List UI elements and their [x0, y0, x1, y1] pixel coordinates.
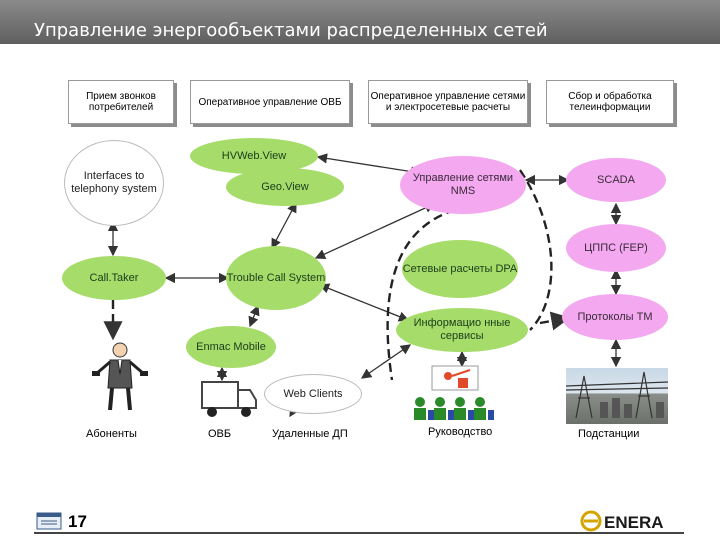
- label-remote: Удаленные ДП: [272, 428, 348, 440]
- label-subscribers: Абоненты: [86, 428, 137, 440]
- slide-icon: [36, 512, 62, 530]
- footer-divider: [34, 532, 684, 534]
- link-trouble-info: [318, 283, 410, 322]
- title-bar: Управление энергообъектами распределенны…: [0, 0, 720, 44]
- link-geoview-trouble: [271, 201, 297, 250]
- substation-photo: [566, 368, 668, 424]
- link-webclients-info: [360, 344, 412, 379]
- node-webclients: Web Clients: [264, 374, 362, 414]
- link-hvweb-nms: [316, 153, 422, 177]
- link-nms-dashed: [386, 208, 456, 381]
- node-telephony: Interfaces to telephony system: [64, 140, 164, 226]
- header-ovb: Оперативное управление ОВБ: [190, 80, 350, 124]
- link-nms-info-dashed: [519, 169, 553, 331]
- header-networks: Оперативное управление сетями и электрос…: [368, 80, 528, 124]
- management-meeting-icon: [414, 365, 494, 420]
- link-trouble-nms: [314, 203, 436, 259]
- node-nms: Управление сетями NMS: [400, 156, 526, 214]
- node-calltaker: Call.Taker: [62, 256, 166, 300]
- label-substations: Подстанции: [578, 428, 640, 440]
- page-number: 17: [68, 512, 87, 531]
- link-info-protocols-dashed: [539, 311, 571, 331]
- label-ovb: ОВБ: [208, 428, 232, 440]
- svg-text:ENERA: ENERA: [604, 513, 664, 532]
- enera-logo: ENERA: [580, 510, 664, 532]
- page-title: Управление энергообъектами распределенны…: [34, 20, 548, 41]
- node-info: Информацио нные сервисы: [396, 308, 528, 352]
- node-enmac: Enmac Mobile: [186, 326, 276, 368]
- subscriber-person-icon: [92, 342, 148, 411]
- node-protocols: Протоколы ТМ: [562, 294, 668, 340]
- node-dpa: Сетевые расчеты DPA: [402, 240, 518, 298]
- ovb-truck-icon: [201, 381, 257, 417]
- header-telemetry: Сбор и обработка телеинформации: [546, 80, 674, 124]
- node-trouble: Trouble Call System: [226, 246, 326, 310]
- node-geoview: Geo.View: [226, 168, 344, 206]
- node-fep: ЦППС (FEP): [566, 224, 666, 272]
- link-enmac-trouble: [248, 304, 260, 328]
- node-scada: SCADA: [566, 158, 666, 202]
- header-calls: Прием звонков потребителей: [68, 80, 174, 124]
- label-management: Руководство: [428, 426, 493, 438]
